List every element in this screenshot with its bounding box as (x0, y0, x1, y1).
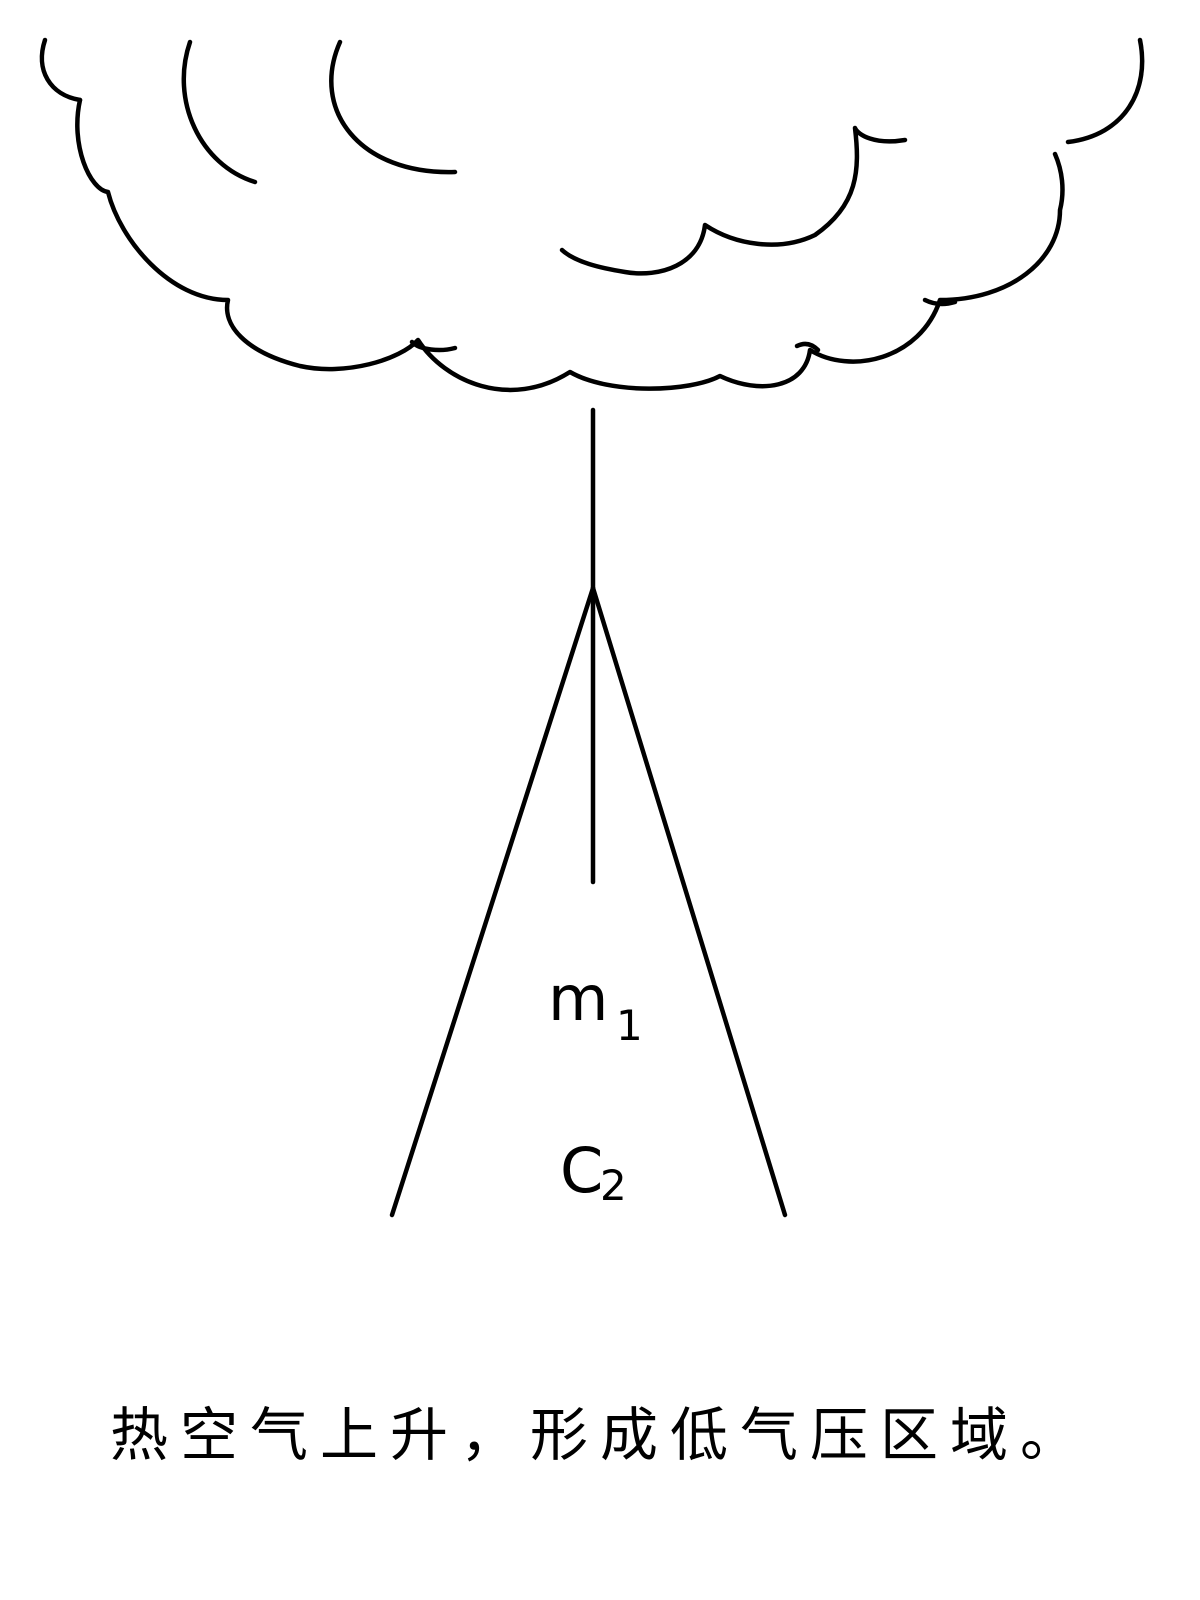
pendulum-drawing (389, 407, 788, 1218)
cloud-lobe-inner-right (559, 125, 908, 276)
label-lower-main: C (560, 1134, 603, 1207)
label-lower: C 2 (560, 1134, 627, 1210)
cloud-right-bump (922, 297, 958, 307)
cloud-lobe-center (329, 39, 458, 175)
label-upper-sub: 1 (616, 1001, 643, 1050)
cloud-drawing (39, 37, 1145, 393)
label-upper-main: m (548, 962, 608, 1035)
label-upper: m 1 (548, 962, 643, 1050)
cloud-lobe-right (1065, 37, 1145, 145)
label-lower-sub: 2 (600, 1161, 627, 1210)
caption-text: 热空气上升，形成低气压区域。 (109, 1401, 1090, 1469)
left-leg-line (389, 585, 596, 1218)
cloud-lobe-left (181, 39, 258, 185)
cloud-bottom-bump-right (794, 341, 821, 353)
cloud-lobe-top-left (39, 37, 83, 103)
cloud-bottom-bump-left (409, 339, 458, 353)
right-leg-line (590, 585, 788, 1218)
cloud-outline (75, 97, 1065, 393)
